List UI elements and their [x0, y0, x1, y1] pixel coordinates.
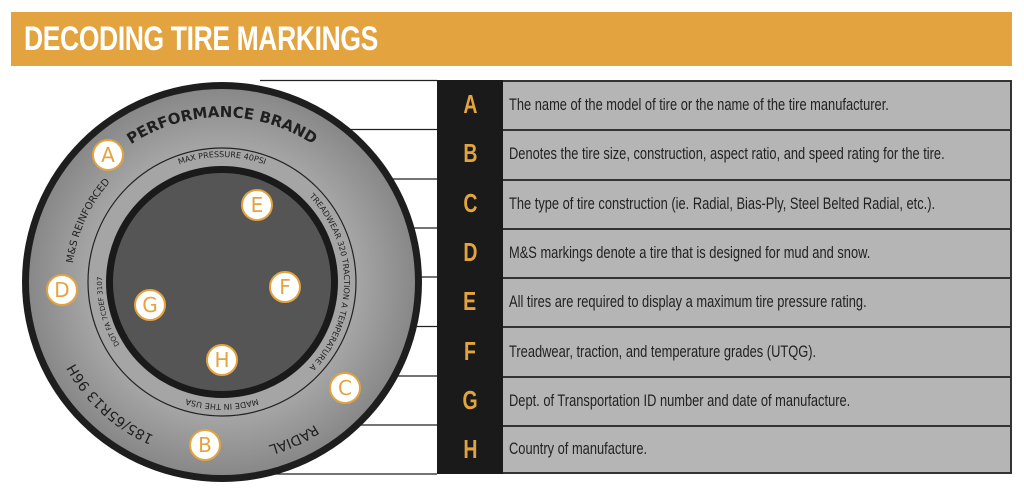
marker-circle: [329, 372, 361, 404]
legend-letter-text: B: [462, 138, 478, 169]
legend-letter: H: [437, 425, 503, 475]
legend-letter-text: D: [462, 237, 478, 268]
marker-circle: [269, 271, 301, 303]
legend-description-text: All tires are required to display a maxi…: [509, 293, 867, 312]
legend-description: All tires are required to display a maxi…: [503, 277, 1012, 327]
legend-row: D M&S markings denote a tire that is desi…: [437, 227, 1012, 278]
legend-row: A The name of the model of tire or the na…: [437, 80, 1012, 130]
legend-description: The type of tire construction (ie. Radia…: [503, 178, 1012, 228]
markings-legend-table: A The name of the model of tire or the na…: [437, 80, 1012, 475]
legend-description: M&S markings denote a tire that is desig…: [503, 227, 1012, 278]
legend-row: B Denotes the tire size, construction, as…: [437, 129, 1012, 179]
marker-d: D: [46, 274, 78, 306]
legend-row: F Treadwear, traction, and temperature gr…: [437, 326, 1012, 376]
legend-letter: E: [437, 277, 503, 327]
legend-letter: G: [437, 375, 503, 426]
legend-description: Treadwear, traction, and temperature gra…: [503, 326, 1012, 376]
legend-description-text: Denotes the tire size, construction, asp…: [509, 145, 945, 164]
sidewall-inner-ring: [87, 147, 357, 417]
marker-label: H: [214, 348, 229, 372]
marker-e: E: [241, 189, 273, 221]
legend-description: Dept. of Transportation ID number and da…: [503, 375, 1012, 426]
title-banner: DECODING TIRE MARKINGS: [11, 12, 1012, 66]
legend-letter-text: A: [462, 89, 478, 120]
legend-description: The name of the model of tire or the nam…: [503, 80, 1012, 130]
legend-row: H Country of manufacture.: [437, 425, 1012, 475]
legend-letter: D: [437, 227, 503, 278]
legend-letter-text: H: [462, 434, 478, 465]
legend-letter-text: G: [462, 384, 478, 415]
marker-circle: [241, 189, 273, 221]
legend-letter: C: [437, 178, 503, 228]
marker-label: G: [142, 293, 158, 317]
legend-row: C The type of tire construction (ie. Radi…: [437, 178, 1012, 228]
wheel-hub: [113, 173, 331, 391]
marker-a: A: [92, 139, 124, 171]
legend-letter-text: F: [464, 335, 476, 366]
marker-circle: [206, 344, 238, 376]
legend-letter-text: C: [462, 187, 478, 218]
legend-letter: B: [437, 129, 503, 179]
marker-label: F: [279, 275, 291, 299]
marker-label: C: [338, 376, 352, 400]
marker-h: H: [206, 344, 238, 376]
legend-row: G Dept. of Transportation ID number and d…: [437, 375, 1012, 426]
marker-circle: [92, 139, 124, 171]
legend-letter: F: [437, 326, 503, 376]
legend-description-text: Dept. of Transportation ID number and da…: [509, 391, 851, 410]
legend-description: Denotes the tire size, construction, asp…: [503, 129, 1012, 179]
marker-c: C: [329, 372, 361, 404]
marker-circle: [189, 429, 221, 461]
marker-label: B: [198, 433, 212, 457]
marker-group: A B C D E F G H: [46, 139, 361, 461]
legend-row: E All tires are required to display a max…: [437, 277, 1012, 327]
legend-letter-text: E: [463, 286, 477, 317]
legend-description-text: Country of manufacture.: [509, 440, 648, 459]
marker-g: G: [134, 289, 166, 321]
legend-description-text: The type of tire construction (ie. Radia…: [509, 194, 936, 213]
marker-label: D: [54, 278, 69, 302]
marker-b: B: [189, 429, 221, 461]
marker-label: E: [251, 193, 264, 217]
legend-letter: A: [437, 80, 503, 130]
legend-description-text: M&S markings denote a tire that is desig…: [509, 244, 871, 263]
marker-f: F: [269, 271, 301, 303]
page-title: DECODING TIRE MARKINGS: [24, 20, 378, 58]
marker-circle: [134, 289, 166, 321]
marker-label: A: [101, 143, 115, 167]
legend-description: Country of manufacture.: [503, 425, 1012, 475]
legend-description-text: Treadwear, traction, and temperature gra…: [509, 342, 817, 361]
marker-circle: [46, 274, 78, 306]
legend-description-text: The name of the model of tire or the nam…: [509, 96, 889, 115]
